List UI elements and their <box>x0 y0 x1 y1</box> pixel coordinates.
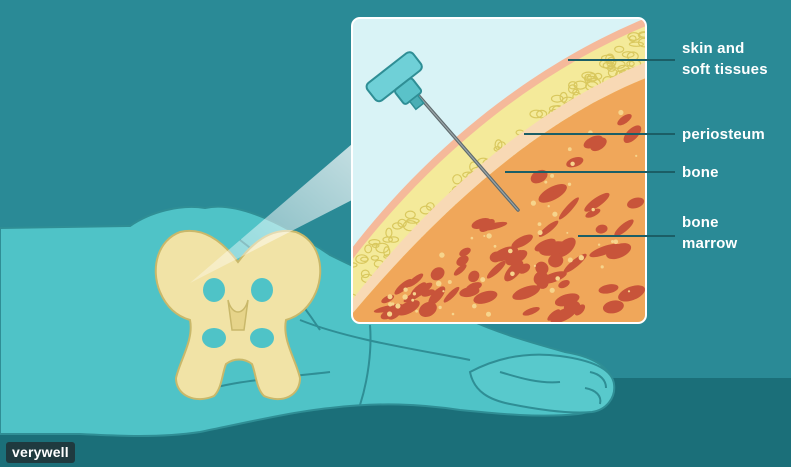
marrow-speck <box>448 280 452 284</box>
marrow-speck <box>614 240 619 245</box>
marrow-speck <box>391 302 394 305</box>
marrow-speck <box>438 306 441 309</box>
marrow-speck <box>618 110 623 115</box>
label-skin-soft-tissues: skin and soft tissues <box>682 38 768 80</box>
marrow-speck <box>436 281 442 287</box>
marrow-speck <box>568 183 571 186</box>
label-bone-marrow: bone marrow <box>682 212 737 254</box>
marrow-speck <box>387 311 392 316</box>
marrow-speck <box>508 249 513 254</box>
marrow-speck <box>402 294 407 299</box>
marrow-speck <box>403 288 407 292</box>
marrow-speck <box>628 290 630 292</box>
marrow-speck <box>538 230 543 235</box>
marrow-speck <box>592 208 595 211</box>
marrow-speck <box>601 265 604 268</box>
marrow-speck <box>472 304 477 309</box>
marrow-speck <box>442 290 444 292</box>
marrow-speck <box>534 265 536 267</box>
marrow-speck <box>635 155 637 157</box>
marrow-speck <box>555 276 560 281</box>
marrow-speck <box>486 233 491 238</box>
marrow-speck <box>550 174 554 178</box>
marrow-speck <box>566 232 568 234</box>
marrow-speck <box>570 162 574 166</box>
marrow-speck <box>415 310 418 313</box>
marrow-speck <box>552 212 557 217</box>
marrow-speck <box>538 222 542 226</box>
marrow-speck <box>568 258 573 263</box>
label-bone: bone <box>682 162 719 183</box>
marrow-speck <box>598 244 600 246</box>
marrow-speck <box>480 277 485 282</box>
brand-logo: verywell <box>6 442 75 463</box>
marrow-speck <box>531 201 536 206</box>
marrow-speck <box>388 294 393 299</box>
marrow-speck <box>411 299 414 302</box>
marrow-speck <box>452 313 455 316</box>
marrow-speck <box>395 303 400 308</box>
marrow-speck <box>413 292 416 295</box>
marrow-speck <box>544 181 547 184</box>
marrow-speck <box>494 245 497 248</box>
marrow-speck <box>483 235 485 237</box>
marrow-speck <box>510 272 515 277</box>
marrow-speck <box>471 237 474 240</box>
marrow-speck <box>486 312 491 317</box>
marrow-speck <box>568 147 572 151</box>
marrow-speck <box>439 252 444 257</box>
marrow-speck <box>579 255 584 260</box>
label-periosteum: periosteum <box>682 124 765 145</box>
marrow-speck <box>550 288 555 293</box>
marrow-speck <box>548 205 550 207</box>
